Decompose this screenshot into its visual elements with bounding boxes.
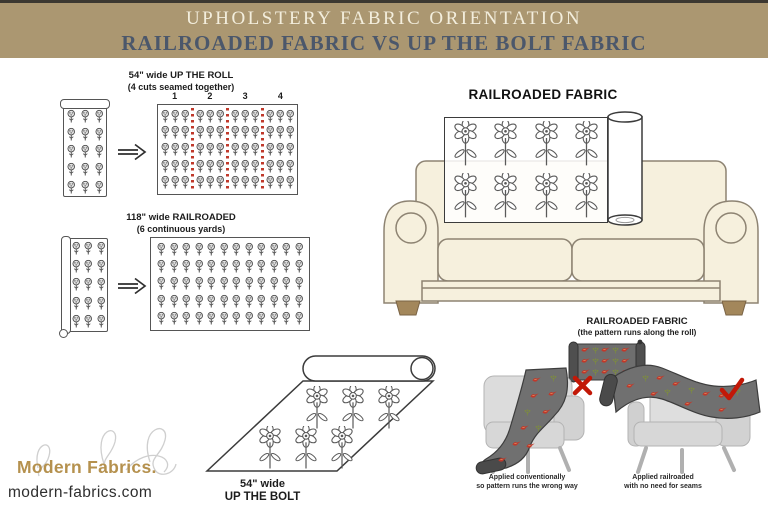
chair-wrong-application: [475, 367, 593, 475]
up-the-roll-label: 54" wide UP THE ROLL (4 cuts seamed toge…: [101, 70, 261, 93]
correct-caption-line2: with no need for seams: [624, 482, 702, 490]
fabric-cut-section: [229, 107, 261, 192]
roll-flower-pattern: [70, 239, 107, 331]
arrow-right-icon: [116, 142, 148, 162]
fabric-roll-end: [475, 457, 507, 475]
seam-divider: [191, 108, 194, 191]
application-subtitle: (the pattern runs along the roll): [577, 328, 697, 337]
seam-divider: [226, 108, 229, 191]
fabric-drape-vertical: [481, 367, 569, 471]
fabric-drape-horizontal: [611, 364, 761, 419]
cut-numbers: 1 2 3 4: [157, 91, 298, 101]
cut-number-3: 3: [242, 91, 248, 101]
application-title-block: RAILROADED FABRIC (the pattern runs alon…: [551, 316, 723, 337]
sofa-section-title: RAILROADED FABRIC: [468, 87, 618, 102]
roll-tube-end-icon: [59, 329, 68, 338]
page-title: UPHOLSTERY FABRIC ORIENTATION: [185, 8, 583, 29]
wrong-caption: Applied conventionally so pattern runs t…: [466, 474, 588, 491]
thread-squiggle-decoration: [36, 428, 177, 477]
narrow-fabric-roll-side: [59, 236, 108, 338]
up-the-roll-subtitle: (4 cuts seamed together): [127, 81, 235, 92]
chair-correct-application: [599, 364, 761, 474]
railroaded-title: 118" wide RAILROADED: [126, 212, 236, 223]
application-title: RAILROADED FABRIC: [586, 316, 688, 327]
railroaded-subtitle: (6 continuous yards): [136, 223, 226, 234]
cut-number-4: 4: [277, 91, 283, 101]
roll-edge-left: [568, 341, 579, 383]
roll-tube-icon: [60, 99, 110, 109]
up-the-bolt-illustration: [205, 355, 436, 472]
wrong-caption-line2: so pattern runs the wrong way: [476, 482, 578, 490]
brand-logo-text: Modern Fabrics.: [17, 457, 157, 477]
fabric-roll-cylinder: [607, 111, 643, 226]
bolt-tube-icon: [302, 355, 436, 382]
roll-flower-pattern: [64, 108, 106, 196]
check-mark-icon: [719, 377, 745, 401]
page-subtitle: RAILROADED FABRIC VS UP THE BOLT FABRIC: [121, 31, 647, 55]
roll-nub: [637, 339, 643, 345]
seam-divider: [261, 108, 264, 191]
up-the-bolt-width: 54" wide: [240, 478, 285, 490]
railroaded-label: 118" wide RAILROADED (6 continuous yards…: [101, 212, 261, 235]
correct-caption: Applied railroaded with no need for seam…: [608, 474, 718, 491]
railroaded-grid: [150, 237, 310, 331]
cut-number-2: 2: [207, 91, 213, 101]
wrong-caption-line1: Applied conventionally: [488, 474, 566, 481]
up-the-bolt-title: UP THE BOLT: [224, 491, 301, 503]
fabric-cut-section: [159, 107, 191, 192]
header-banner: UPHOLSTERY FABRIC ORIENTATION RAILROADED…: [0, 0, 768, 58]
correct-caption-line1: Applied railroaded: [632, 474, 694, 481]
sofa-legs: [395, 300, 747, 316]
x-mark-icon: [572, 375, 593, 396]
railroaded-fabric-panel: [444, 117, 608, 223]
up-the-roll-title: 54" wide UP THE ROLL: [128, 70, 234, 81]
fabric-cut-section: [194, 107, 226, 192]
cut-number-1: 1: [172, 91, 178, 101]
narrow-fabric-roll-top: [60, 99, 110, 197]
up-the-roll-grid: [157, 104, 298, 195]
website-url: modern-fabrics.com: [8, 484, 153, 501]
fabric-cut-section: [264, 107, 296, 192]
fabric-roll-end: [599, 373, 618, 407]
arrow-right-icon: [116, 276, 148, 296]
up-the-bolt-label: 54" wide UP THE BOLT: [205, 478, 320, 504]
